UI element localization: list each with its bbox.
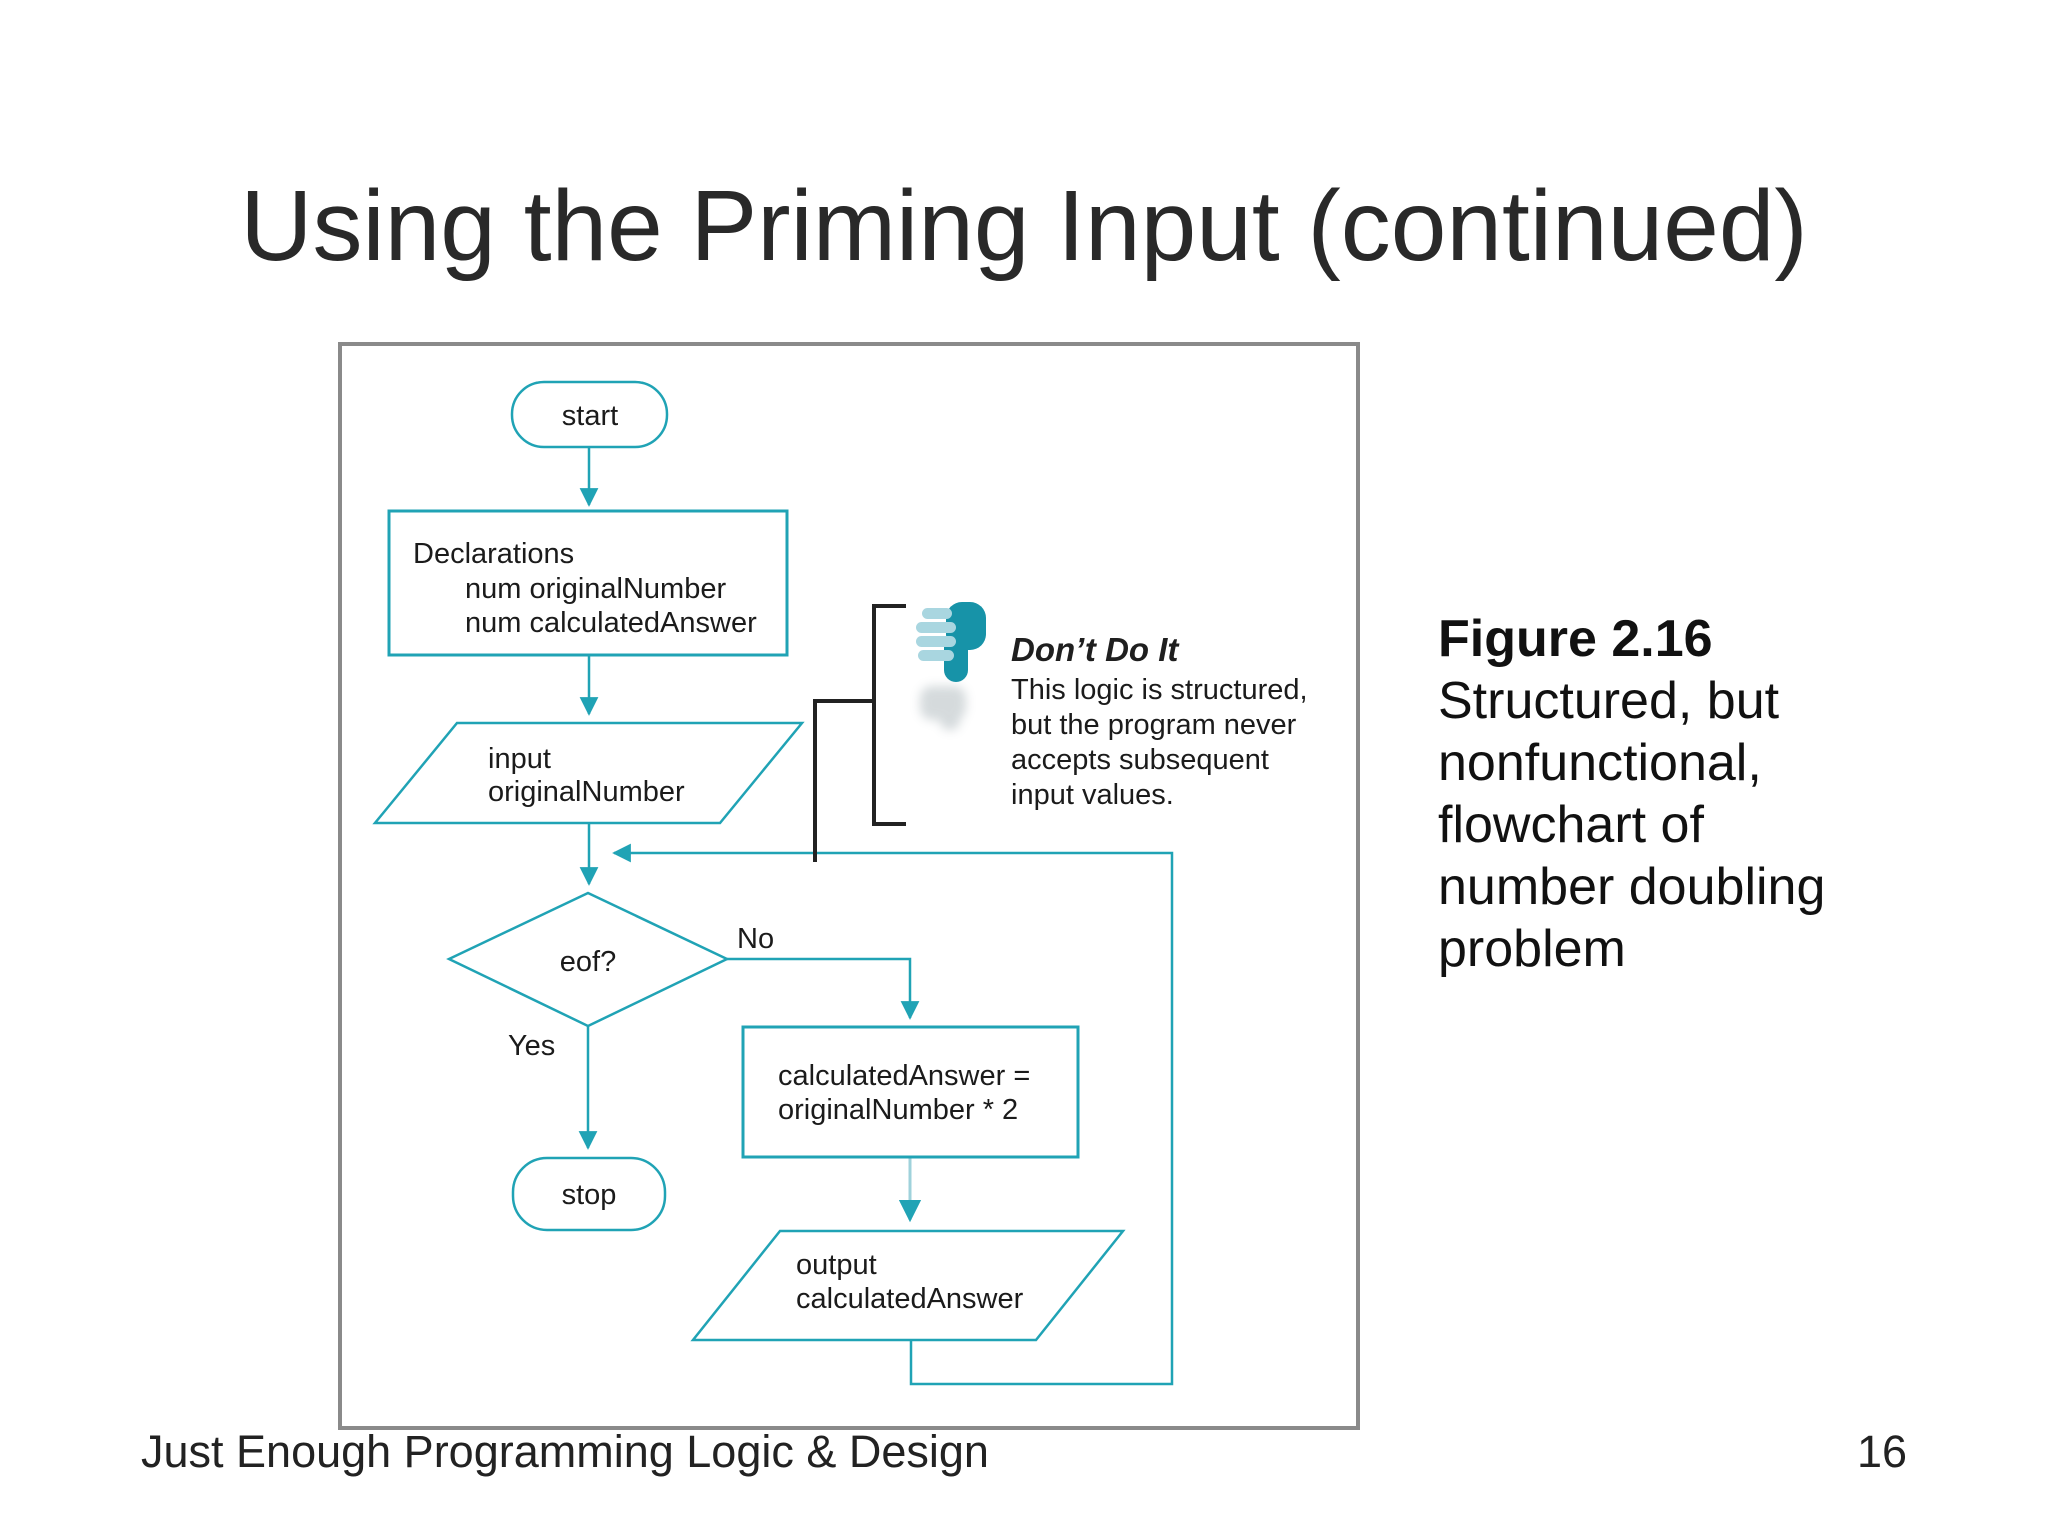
no-branch-label: No bbox=[737, 923, 774, 955]
figure-caption-heading: Figure 2.16 bbox=[1438, 610, 1713, 668]
output-label-line-2: calculatedAnswer bbox=[796, 1283, 1024, 1315]
annotation-bracket-inner bbox=[813, 699, 874, 862]
caption-line-5: problem bbox=[1438, 920, 1626, 978]
annotation-bracket-outer bbox=[872, 604, 906, 826]
output-parallelogram bbox=[690, 1229, 1126, 1342]
annotation-line-2: but the program never bbox=[1011, 709, 1297, 741]
stop-terminal bbox=[511, 1156, 667, 1232]
connector-no-branch bbox=[727, 957, 920, 1020]
annotation-line-1: This logic is structured, bbox=[1011, 674, 1308, 706]
annotation-line-3: accepts subsequent bbox=[1011, 744, 1269, 776]
declarations-item-2: num calculatedAnswer bbox=[465, 607, 757, 639]
annotation-line-4: input values. bbox=[1011, 779, 1174, 811]
input-label-line-2: originalNumber bbox=[488, 776, 685, 808]
input-label-line-1: input bbox=[488, 743, 551, 775]
start-terminal bbox=[510, 380, 669, 449]
process-line-2: originalNumber * 2 bbox=[778, 1094, 1018, 1126]
thumbs-down-icon bbox=[916, 602, 986, 730]
figure-caption: Figure 2.16 Structured, but nonfunctiona… bbox=[1438, 608, 1825, 980]
process-line-1: calculatedAnswer = bbox=[778, 1060, 1030, 1092]
input-parallelogram bbox=[372, 721, 805, 825]
output-label-line-1: output bbox=[796, 1249, 877, 1281]
caption-line-2: nonfunctional, bbox=[1438, 734, 1762, 792]
process-box bbox=[741, 1025, 1080, 1159]
declarations-box bbox=[387, 509, 789, 657]
decision-label: eof? bbox=[560, 946, 616, 978]
caption-line-1: Structured, but bbox=[1438, 672, 1780, 730]
declarations-item-1: num originalNumber bbox=[465, 573, 726, 605]
start-label: start bbox=[562, 400, 618, 432]
decision-diamond bbox=[446, 891, 730, 1028]
yes-branch-label: Yes bbox=[508, 1030, 555, 1062]
annotation-heading: Don’t Do It bbox=[1011, 631, 1180, 668]
stop-label: stop bbox=[562, 1179, 617, 1211]
connector-loop-back bbox=[612, 843, 1174, 1386]
declarations-title: Declarations bbox=[413, 538, 574, 570]
page-number: 16 bbox=[1856, 1426, 1907, 1477]
footer-title: Just Enough Programming Logic & Design bbox=[141, 1426, 989, 1477]
caption-line-4: number doubling bbox=[1438, 858, 1826, 916]
page-title: Using the Priming Input (continued) bbox=[240, 170, 1808, 282]
caption-line-3: flowchart of bbox=[1438, 796, 1704, 854]
